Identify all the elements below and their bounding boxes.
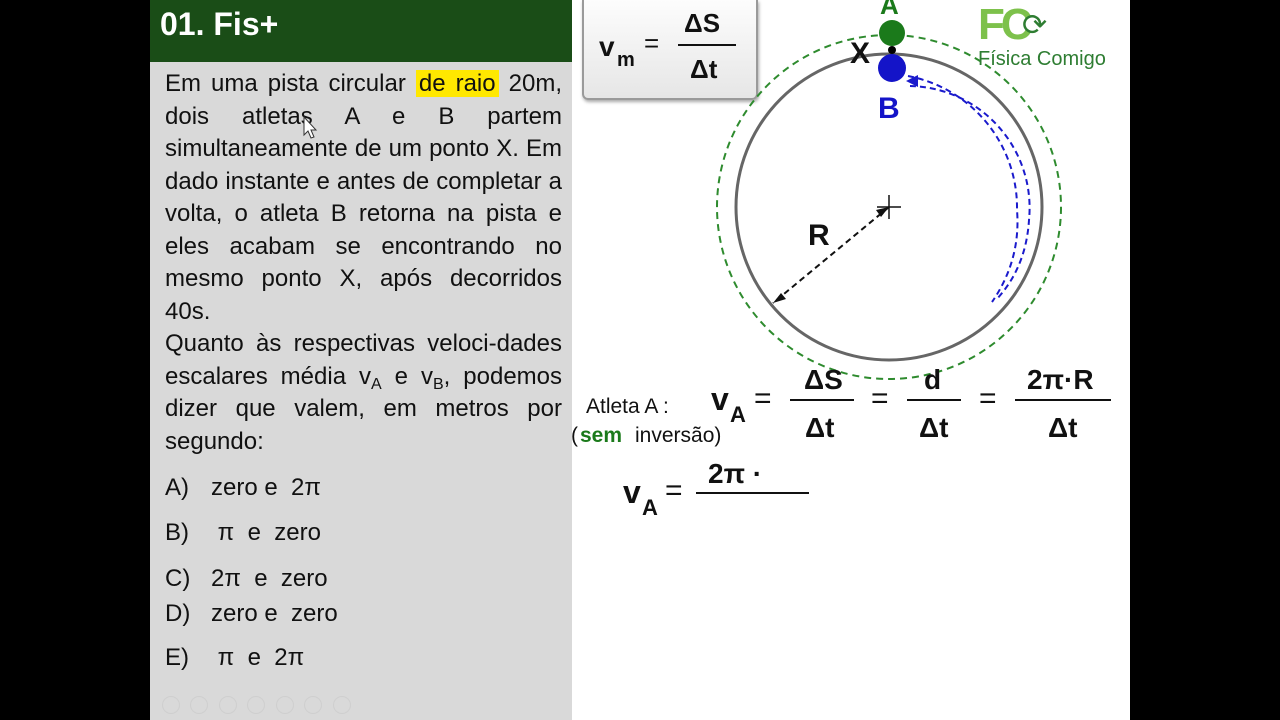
title-bar: 01. Fis+ xyxy=(150,0,572,62)
radius-line xyxy=(772,206,890,304)
slide: 01. Fis+ Em uma pista circular de raio 2… xyxy=(150,0,1130,720)
formula-box-den: Δt xyxy=(690,54,718,84)
subscript-a: A xyxy=(371,375,382,393)
option-c[interactable]: C)2π e zero xyxy=(165,565,328,592)
option-e[interactable]: E) π e 2π xyxy=(165,644,305,671)
point-x-dot xyxy=(888,46,896,54)
pen-icon[interactable] xyxy=(218,696,237,714)
question-part1: Em uma pista circular xyxy=(165,70,406,97)
eq2-eq-sign: = xyxy=(665,474,683,507)
eq1-frac3-den: Δt xyxy=(1048,412,1077,443)
label-b: B xyxy=(878,92,900,125)
next-icon[interactable] xyxy=(190,696,209,714)
more-icon[interactable] xyxy=(332,696,351,714)
radius-arrow-head-edge-icon xyxy=(773,293,786,303)
question-text: Em uma pista circular de raio 20m, dois … xyxy=(165,68,562,458)
eq1-frac3-num: 2π·R xyxy=(1027,364,1094,395)
question-panel: 01. Fis+ Em uma pista circular de raio 2… xyxy=(150,0,572,720)
eq2-num: 2π · xyxy=(708,458,762,489)
eq1-frac1-den: Δt xyxy=(805,412,834,443)
label-r: R xyxy=(808,219,830,252)
question-part4: , podemos dizer que valem, em metros por… xyxy=(165,362,563,455)
radius-arrow-head-center-icon xyxy=(876,207,889,217)
athlete-a-ball xyxy=(879,20,905,46)
formula-box-sub: m xyxy=(617,49,635,71)
athlete-label: Atleta A : xyxy=(586,395,669,418)
question-part2: 20m, dois atletas A e B partem simultane… xyxy=(165,70,562,325)
subscript-b: B xyxy=(432,375,444,393)
circular-track xyxy=(734,52,1044,362)
sem-label: sem xyxy=(580,424,622,447)
eq2-sub: A xyxy=(642,495,658,520)
eq1-eq-sign-2: = xyxy=(871,382,889,415)
option-b[interactable]: B) π e zero xyxy=(165,519,321,546)
athlete-b-path-inner xyxy=(909,85,1031,301)
eq1-eq-sign-1: = xyxy=(754,382,772,415)
formula-box-num: ΔS xyxy=(684,8,720,38)
logo-mark: FC xyxy=(978,0,1033,49)
menu-icon[interactable] xyxy=(304,696,323,714)
eq1-frac1-num: ΔS xyxy=(804,364,843,395)
diagram: v m = ΔS Δt A X B R Atleta A : ( sem inv… xyxy=(303,0,1111,520)
formula-box-lhs: v xyxy=(599,31,615,62)
cursor-icon xyxy=(303,115,318,139)
option-d[interactable]: D)zero e zero xyxy=(165,600,338,627)
athlete-b-arrow-icon xyxy=(906,75,918,87)
eq1-eq-sign-3: = xyxy=(979,382,997,415)
question-part3: Quanto às respectivas veloci-dades escal… xyxy=(165,330,562,390)
eq1-sub: A xyxy=(730,402,746,427)
logo-name: Física Comigo xyxy=(978,48,1106,70)
label-x: X xyxy=(850,37,870,70)
paren-open: ( xyxy=(571,424,578,447)
question-and: e v xyxy=(381,362,433,390)
athlete-b-path-outer xyxy=(907,75,1019,303)
inversao-label: inversão) xyxy=(635,424,721,447)
logo-arrow-icon: ⟳ xyxy=(1022,9,1048,42)
formula-box-eq: = xyxy=(644,28,659,58)
eq1-lhs: v xyxy=(711,381,729,417)
formula-box xyxy=(582,0,758,100)
page-title: 01. Fis+ xyxy=(160,6,279,42)
highlighted-text: de raio xyxy=(415,70,499,97)
zoom-icon[interactable] xyxy=(275,696,294,714)
eq1-frac2-num: d xyxy=(924,364,941,395)
option-a[interactable]: A)zero e 2π xyxy=(165,474,321,501)
label-a: A xyxy=(880,0,899,20)
athlete-b-ball xyxy=(878,54,906,82)
eq2-lhs: v xyxy=(623,474,641,510)
eq1-frac2-den: Δt xyxy=(919,412,948,443)
prev-icon[interactable] xyxy=(162,696,180,714)
slideshow-toolbar xyxy=(162,696,357,716)
slides-icon[interactable] xyxy=(247,696,266,714)
